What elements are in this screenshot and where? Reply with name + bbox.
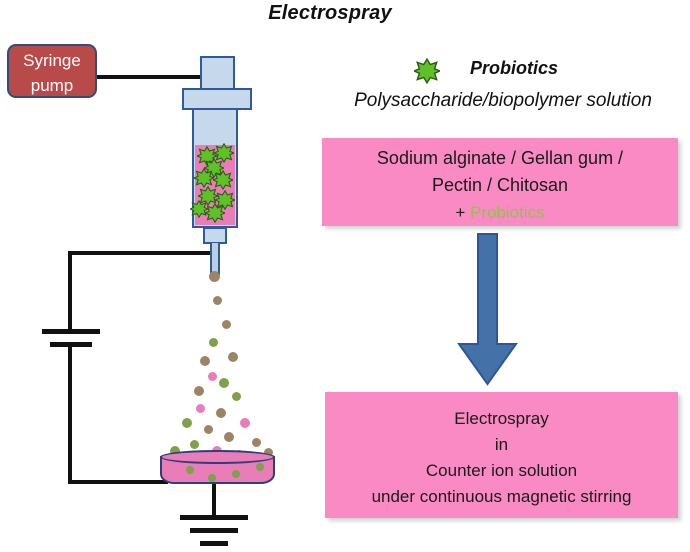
spray-droplet bbox=[252, 438, 261, 447]
wire-top-horizontal bbox=[68, 251, 216, 255]
collected-particle bbox=[208, 474, 216, 482]
syringe-pump-label-line1: Syringe bbox=[23, 51, 81, 70]
electrospray-line-1: Electrospray bbox=[454, 409, 549, 428]
probiotic-star-icon bbox=[205, 203, 225, 223]
probiotic-star-icon bbox=[213, 170, 233, 190]
needle-tip-droplet bbox=[209, 271, 220, 282]
probiotic-star-icon bbox=[190, 200, 208, 218]
spray-droplet bbox=[209, 338, 218, 347]
syringe-plunger-rod bbox=[200, 56, 235, 90]
spray-droplet bbox=[232, 392, 241, 401]
collected-particle bbox=[232, 470, 240, 478]
collected-particle bbox=[186, 466, 194, 474]
ground-bar-1 bbox=[180, 515, 248, 520]
legend-label-probiotics: Probiotics bbox=[470, 58, 559, 78]
figure-title: Electrospray bbox=[268, 2, 392, 24]
spray-droplet bbox=[190, 440, 199, 449]
spray-droplet bbox=[213, 296, 222, 305]
syringe-hub bbox=[203, 227, 227, 244]
probiotic-star-icon bbox=[214, 143, 234, 163]
wire-left-vertical-lower bbox=[68, 345, 72, 484]
spray-droplet bbox=[264, 448, 273, 457]
spray-droplet bbox=[216, 408, 226, 418]
ground-bar-2 bbox=[190, 528, 238, 533]
solution-probiotics-text: Probiotics bbox=[470, 203, 545, 222]
probiotic-star-icon bbox=[414, 58, 440, 84]
solution-line-2: Pectin / Chitosan bbox=[431, 175, 569, 195]
wire-pump-to-syringe bbox=[97, 75, 202, 79]
electrospray-process-box: Electrospray in Counter ion solution und… bbox=[325, 392, 678, 518]
probiotic-star-icon bbox=[194, 168, 214, 188]
spray-droplet bbox=[194, 386, 204, 396]
spray-droplet bbox=[228, 352, 238, 362]
down-arrow-icon bbox=[455, 232, 520, 387]
battery-plate-short bbox=[50, 342, 92, 347]
spray-droplet bbox=[219, 378, 229, 388]
probiotic-star-icon bbox=[215, 190, 235, 210]
wire-bottom-horizontal bbox=[68, 480, 168, 484]
spray-droplet bbox=[196, 404, 205, 413]
wire-left-vertical-upper bbox=[68, 251, 72, 331]
needle bbox=[210, 243, 220, 275]
subtitle-polysaccharide: Polysaccharide/biopolymer solution bbox=[354, 90, 652, 111]
electrospray-line-2: in bbox=[494, 435, 509, 454]
spray-droplet bbox=[224, 432, 234, 442]
spray-droplet bbox=[240, 418, 250, 428]
spray-droplet bbox=[208, 372, 217, 381]
wire-dish-to-ground bbox=[212, 482, 216, 518]
spray-droplet bbox=[200, 356, 210, 366]
solution-line-3: + Probiotics bbox=[322, 199, 678, 226]
syringe-plunger-flange bbox=[182, 88, 252, 110]
plus-sign: + bbox=[455, 203, 470, 222]
collection-dish-rim bbox=[160, 450, 275, 464]
syringe-pump-box: Syringe pump bbox=[7, 44, 97, 98]
spray-droplet bbox=[204, 425, 213, 434]
electrospray-line-4: under continuous magnetic stirring bbox=[371, 487, 632, 506]
spray-droplet bbox=[182, 418, 192, 428]
battery-plate-long bbox=[42, 329, 100, 334]
electrospray-line-3: Counter ion solution bbox=[425, 461, 578, 480]
probiotic-star-icon bbox=[198, 186, 218, 206]
syringe-pump-label-line2: pump bbox=[30, 76, 74, 95]
collected-particle bbox=[256, 463, 264, 471]
ground-bar-3 bbox=[200, 541, 228, 546]
spray-droplet bbox=[222, 320, 231, 329]
solution-composition-box: Sodium alginate / Gellan gum / Pectin / … bbox=[322, 138, 678, 226]
spray-droplet bbox=[170, 446, 180, 456]
solution-line-1: Sodium alginate / Gellan gum / bbox=[376, 148, 624, 168]
